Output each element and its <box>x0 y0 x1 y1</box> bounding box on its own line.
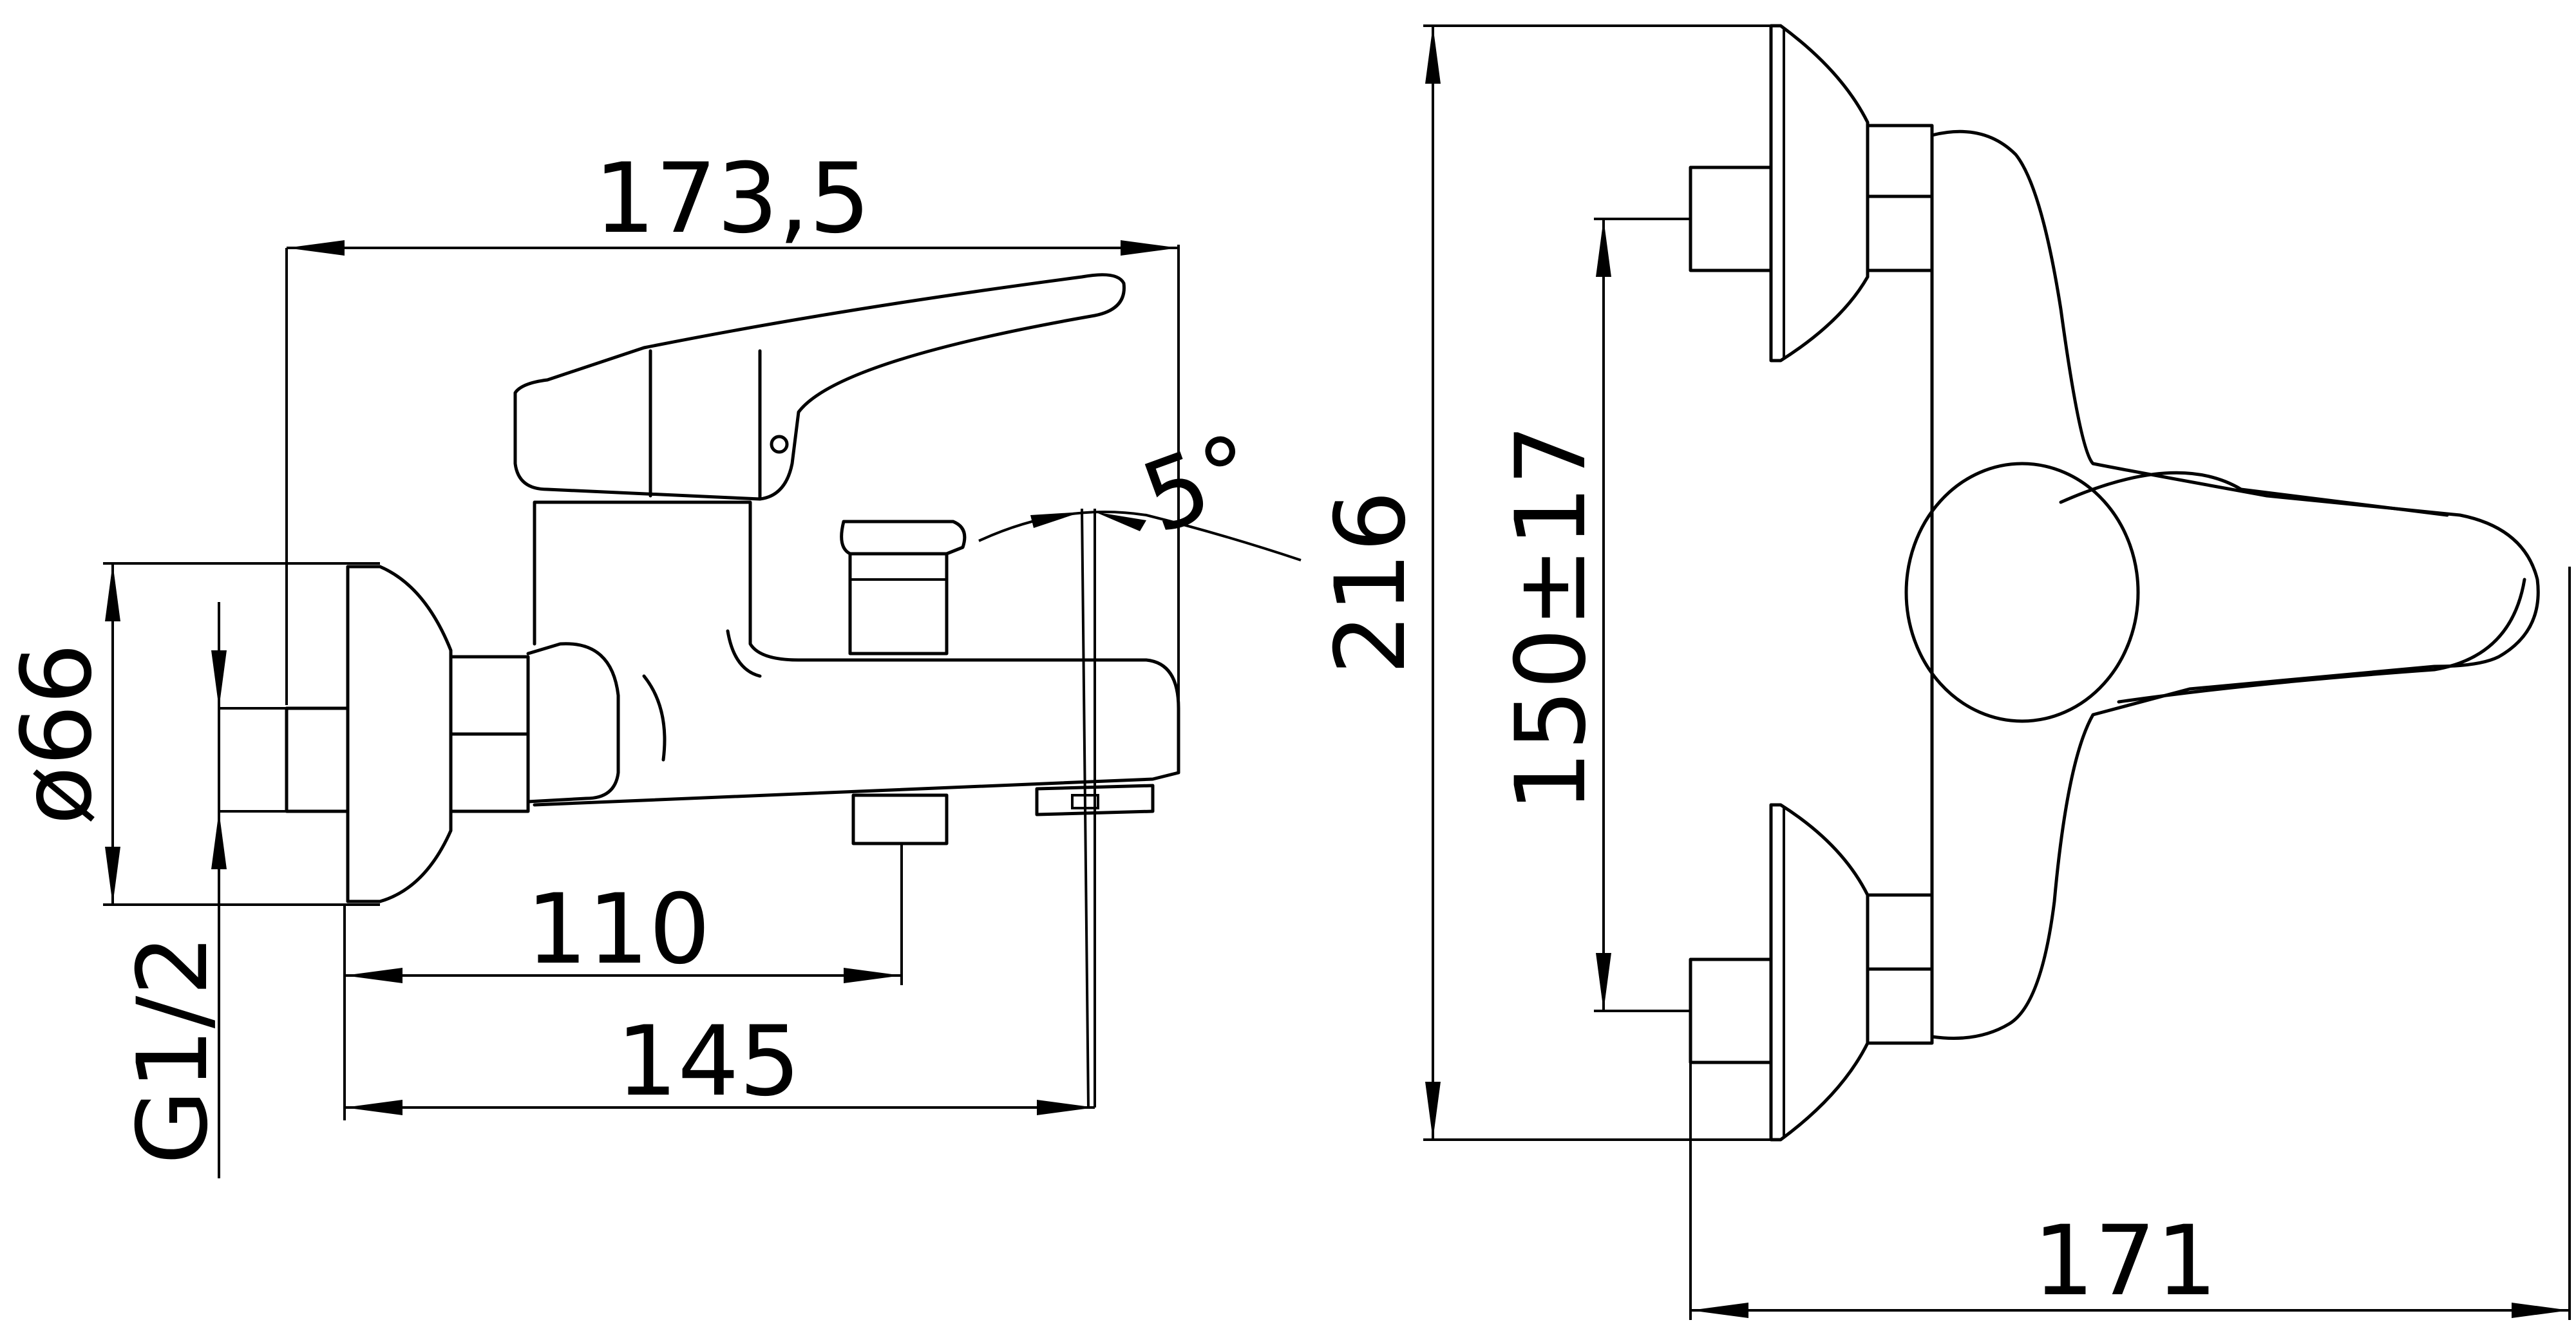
dim-label-173-5: 173,5 <box>594 143 870 255</box>
dim-spout-outlet: 110 <box>343 844 903 1120</box>
wall-flange <box>285 565 453 903</box>
dim-label-66: ø66 <box>1 643 113 825</box>
dim-depth: 171 <box>1689 567 2571 1320</box>
side-view: 173,5 5° ø66 G1/2 <box>1 143 1302 1178</box>
dim-label-150-17: 150±17 <box>1495 424 1607 813</box>
dim-flange-diameter: ø66 <box>1 562 380 906</box>
top-view: 216 150±17 171 <box>1315 24 2571 1320</box>
dim-label-5-deg: 5° <box>1129 413 1271 556</box>
dim-overall-width: 173,5 <box>285 143 1180 708</box>
dim-angle: 5° <box>978 413 1302 1108</box>
upper-connection <box>1689 24 1934 363</box>
dim-spout-length: 145 <box>345 1006 1095 1118</box>
diverter-knob <box>840 520 967 655</box>
dim-label-145: 145 <box>616 1006 800 1118</box>
lever-handle <box>513 273 1126 501</box>
spout-outlet <box>851 784 1155 845</box>
lower-connection <box>1689 803 1934 1142</box>
dim-total-height: 216 <box>1315 24 1777 1141</box>
body-top <box>1904 129 2540 1040</box>
hex-nut <box>449 655 530 813</box>
dim-label-g1-2: G1/2 <box>117 934 229 1165</box>
dim-thread: G1/2 <box>117 602 287 1178</box>
dim-label-171: 171 <box>2033 1205 2217 1317</box>
dim-label-110: 110 <box>526 874 710 986</box>
dim-center-distance: 150±17 <box>1495 218 1690 1012</box>
dim-label-216: 216 <box>1315 491 1427 675</box>
